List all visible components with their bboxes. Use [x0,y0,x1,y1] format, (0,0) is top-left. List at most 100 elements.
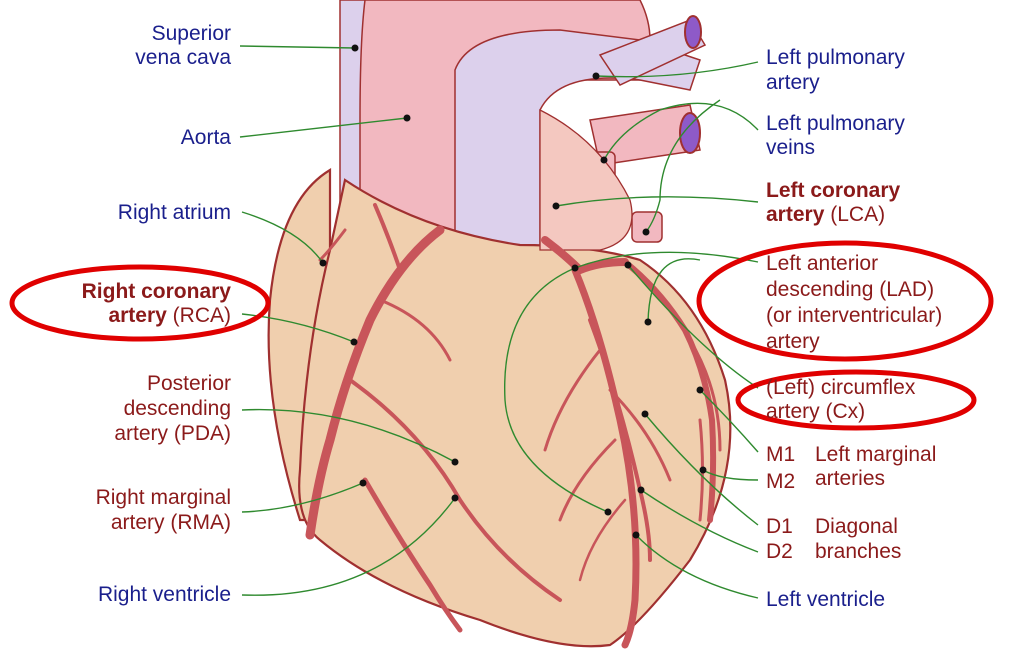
label-rca-line1: Right coronary [82,280,232,303]
label-lad-line2: descending (LAD) [766,278,934,301]
dot-lpv-2 [642,228,650,236]
dot-lad [571,264,579,272]
label-cx-line2: artery (Cx) [766,400,865,423]
label-rca-line2: artery (RCA) [108,304,231,327]
label-aorta: Aorta [181,126,232,149]
leader-aorta [239,117,408,138]
label-rca-abbrev: (RCA) [167,304,231,327]
label-lad-line3: (or interventricular) [766,304,942,327]
label-svc-line2: vena cava [135,46,231,69]
label-lpa-line2: artery [766,71,820,94]
label-diagonal-line1: Diagonal [815,515,898,538]
label-svc-line1: Superior [152,22,231,45]
dot-right-atrium [319,259,327,267]
dot-lad-lower [604,508,612,516]
leader-lpa [595,61,759,78]
left-atrium-tab-2 [631,211,663,243]
dot-cx-2 [644,318,652,326]
lca-vessel [541,236,629,275]
leader-lpv [603,102,759,161]
label-m2: M2 [766,470,795,493]
dot-rma [359,479,367,487]
label-pda-line3: artery (PDA) [114,422,231,445]
leader-cx [627,264,759,389]
label-marginal-line1: Left marginal [815,443,936,466]
leader-cx-curve [647,258,701,323]
pulmonary-trunk-shape [454,29,701,261]
leader-svc [239,45,356,49]
dot-m1 [696,386,704,394]
dot-rca [350,338,358,346]
rma-vessel [362,477,463,633]
label-lca-line2: artery (LCA) [766,203,885,226]
dot-lpa [592,72,600,80]
rca-sinus-branch [373,203,402,272]
dot-svc [351,44,359,52]
rv-branch-vessel [378,298,452,362]
label-diagonal-line2: branches [815,540,901,563]
left-atrium-shape [539,108,633,251]
left-labels: Superior vena cava Aorta Right atrium Ri… [82,22,232,606]
m1-vessel [688,338,722,452]
dot-aorta [403,114,411,122]
cx-vessel [622,259,717,523]
leader-rma [241,482,364,513]
label-m1: M1 [766,443,795,466]
cx-highlight-ellipse [735,369,977,431]
highlight-circles [9,240,994,431]
dot-pda [451,458,459,466]
label-marginal-line2: arteries [815,467,885,490]
d2-vessel [608,388,672,482]
label-rma-line2: artery (RMA) [111,511,231,534]
leader-m1 [699,389,759,453]
minor-branch-3 [578,498,627,582]
label-lca-abbrev: (LCA) [824,203,885,226]
leader-d1 [644,413,759,526]
minor-branch-2 [558,438,617,522]
rca-vessel [305,225,445,540]
pda-vessel [348,378,562,602]
label-lpv-line2: veins [766,136,815,159]
right-labels: Left pulmonary artery Left pulmonary vei… [766,46,942,611]
leader-lines [239,45,759,599]
label-rca-artery-bold: artery [108,304,167,327]
leader-left-ventricle [635,534,759,599]
label-right-atrium: Right atrium [118,201,231,224]
dot-cx [624,261,632,269]
lad-highlight-ellipse [696,240,994,362]
label-rma-line1: Right marginal [96,486,231,509]
label-d2: D2 [766,540,793,563]
label-pda-line1: Posterior [147,372,231,395]
leader-lca [555,196,759,207]
leader-rca [241,313,355,343]
leader-pda [241,408,456,463]
leader-d2 [640,489,759,553]
dot-right-ventricle [451,494,459,502]
label-lpa-line1: Left pulmonary [766,46,905,69]
dot-d2 [637,486,645,494]
label-lca-line1: Left coronary [766,179,901,202]
dot-left-ventricle [632,531,640,539]
dot-lca [552,202,560,210]
label-lad-line1: Left anterior [766,252,878,275]
dot-d1 [641,410,649,418]
ventricles-shape [298,178,732,648]
label-d1: D1 [766,515,793,538]
label-cx-line1: (Left) circumflex [766,376,916,399]
heart-body [267,108,732,648]
lad-vessel [571,266,640,649]
label-lad-line4: artery [766,330,820,353]
leader-lad-curve [503,267,609,513]
leader-lad [574,251,759,269]
anchor-dots [319,44,707,539]
label-right-ventricle: Right ventricle [98,583,231,606]
label-pda-line2: descending [124,397,231,420]
dot-m2 [699,466,707,474]
rca-atrial-branch [318,228,347,262]
minor-branch-1 [543,348,602,452]
d1-vessel [588,318,652,562]
dot-lpv-1 [600,156,608,164]
label-lca-artery-bold: artery [766,203,825,226]
leader-lpv-2 [645,99,721,233]
